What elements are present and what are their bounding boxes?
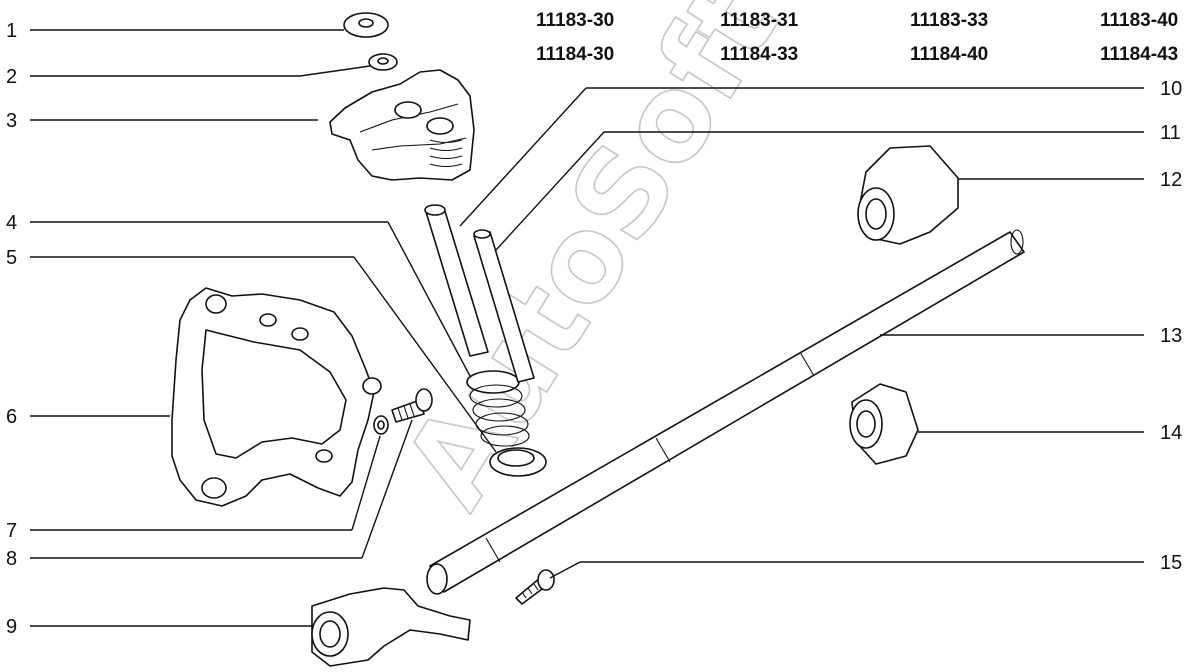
part-washer-1: [343, 12, 389, 38]
callout-15: 15: [1160, 552, 1182, 574]
callout-13: 13: [1160, 325, 1182, 347]
part-screw-15: [515, 569, 555, 605]
part-bolt-8: [391, 388, 433, 423]
part-washer-2: [368, 53, 398, 71]
model-col3-row2: 11184-40: [910, 44, 988, 65]
model-col2-row1: 11183-31: [720, 10, 799, 31]
callout-10: 10: [1160, 78, 1182, 100]
part-pin-11: [473, 229, 535, 383]
callout-11: 11: [1160, 122, 1181, 144]
model-col1-row1: 11183-30: [536, 10, 614, 31]
part-shaft-13: [426, 229, 1025, 595]
part-lever-9: [311, 587, 471, 667]
part-yoke-6: [171, 287, 382, 507]
callout-5: 5: [6, 247, 17, 269]
callout-14: 14: [1160, 422, 1182, 444]
callout-6: 6: [6, 406, 17, 428]
part-bushing-12: [857, 145, 959, 245]
callout-2: 2: [6, 66, 17, 88]
callout-3: 3: [6, 110, 17, 132]
callouts-right: 10 11 12 13 14 15: [1160, 78, 1182, 574]
callout-12: 12: [1160, 169, 1182, 191]
model-header: 11183-30 11184-30 11183-31 11184-33 1118…: [536, 10, 1178, 65]
callout-8: 8: [6, 548, 17, 570]
part-cup-5: [489, 447, 547, 477]
model-col3-row1: 11183-33: [910, 10, 988, 31]
model-col4-row2: 11184-43: [1100, 44, 1178, 65]
callout-7: 7: [6, 520, 17, 542]
part-bearing-14: [849, 383, 919, 465]
model-col2-row2: 11184-33: [720, 44, 798, 65]
callout-9: 9: [6, 616, 17, 638]
part-washer-7: [373, 415, 389, 435]
part-pin-10: [424, 204, 489, 357]
part-lock-plate-3: [329, 69, 475, 181]
callout-1: 1: [6, 20, 17, 42]
callout-4: 4: [6, 212, 17, 234]
model-col1-row2: 11184-30: [536, 44, 614, 65]
model-col4-row1: 11183-40: [1100, 10, 1178, 31]
callouts-left: 1 2 3 4 5 6 7 8 9: [6, 20, 17, 638]
leader-lines: [30, 29, 1144, 627]
